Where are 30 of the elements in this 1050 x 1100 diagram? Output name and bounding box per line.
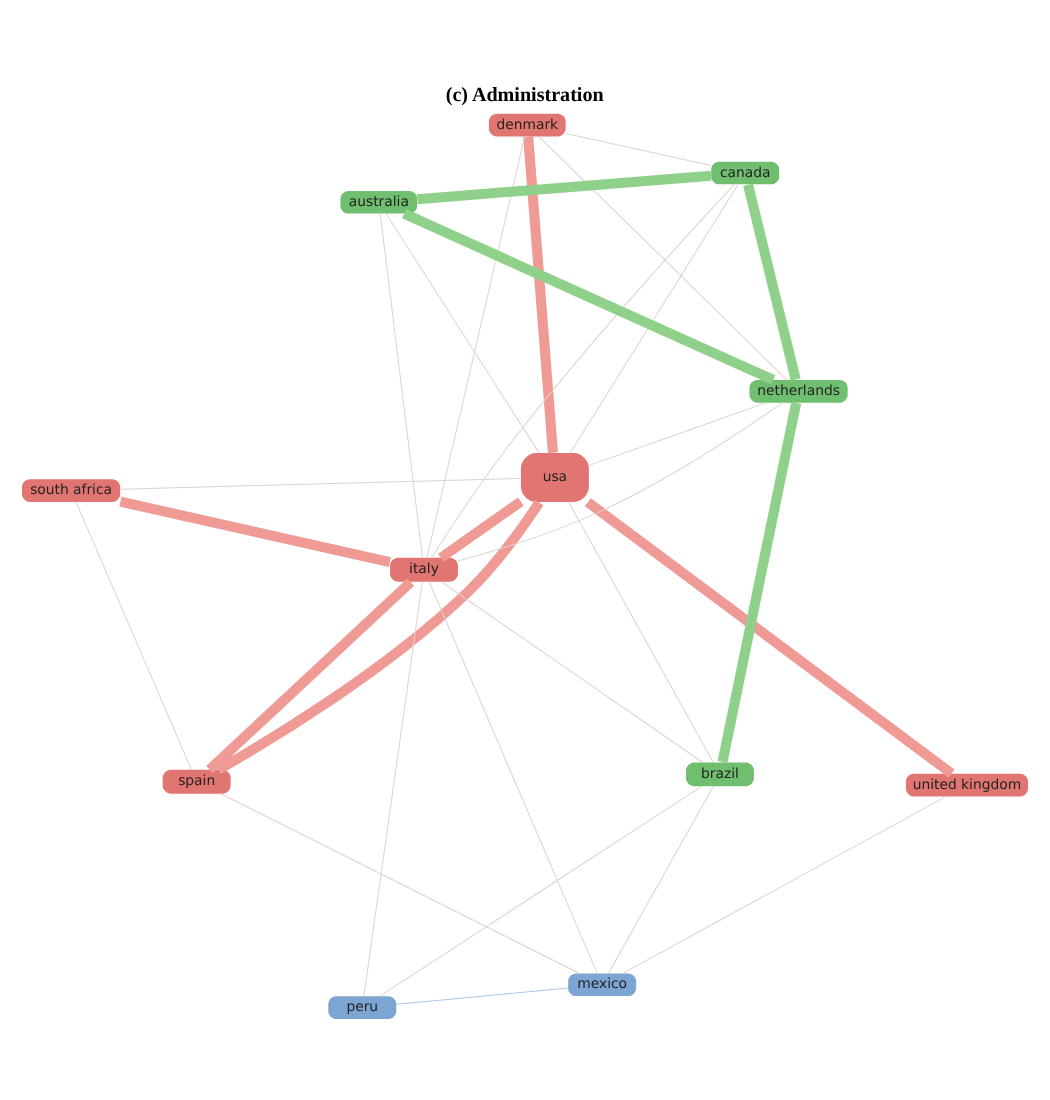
connector (538, 136, 788, 381)
connector (215, 499, 544, 774)
connector (441, 581, 703, 763)
connector (565, 133, 712, 166)
connector (385, 213, 540, 454)
connector (743, 183, 801, 381)
connector (416, 170, 712, 205)
connector (220, 793, 580, 974)
connector (622, 796, 947, 974)
connector (588, 402, 767, 466)
connector (569, 184, 739, 454)
connector (457, 402, 784, 562)
connector (438, 497, 524, 562)
connector (426, 136, 526, 559)
connector (206, 578, 415, 774)
connector (119, 496, 391, 568)
connector (363, 581, 423, 997)
connector (608, 786, 714, 974)
connector (568, 501, 714, 763)
connector (431, 183, 735, 559)
connector (523, 136, 558, 454)
connector (379, 213, 423, 559)
connector (396, 987, 569, 1005)
connector (428, 581, 598, 974)
connector (402, 209, 776, 385)
connector (75, 501, 192, 771)
connector (120, 477, 522, 490)
diagram-title: (c) Administration (445, 84, 604, 107)
connector (717, 402, 802, 764)
connector (584, 498, 955, 778)
